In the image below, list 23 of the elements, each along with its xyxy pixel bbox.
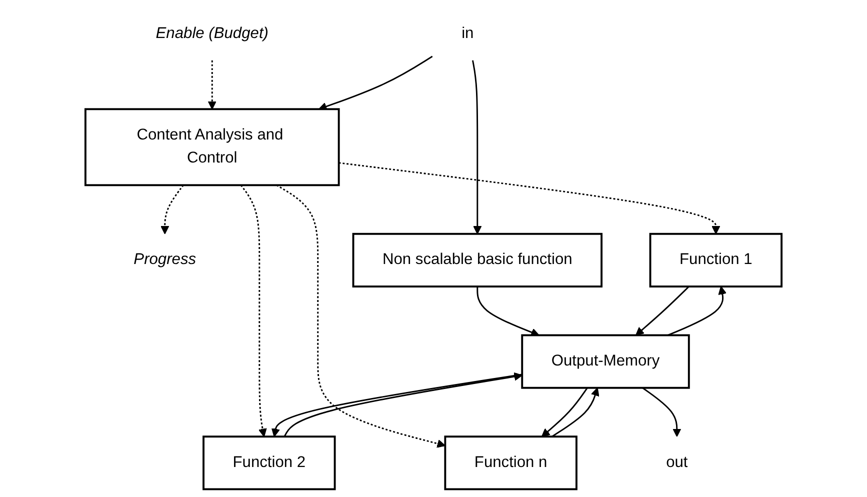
arrow <box>476 286 540 336</box>
node-box: Function 2 <box>202 436 336 490</box>
node-box: Non scalable basic function <box>352 232 603 288</box>
arrow <box>642 387 682 437</box>
node-text: out <box>666 454 688 471</box>
node-box: Output-Memory <box>521 334 690 389</box>
arrow <box>668 286 727 336</box>
node-text: Progress <box>134 251 196 268</box>
arrow <box>276 184 446 448</box>
arrow <box>208 60 216 110</box>
arrow <box>541 387 588 437</box>
node-text: in <box>462 25 474 42</box>
arrow <box>338 162 720 234</box>
node-box: Content Analysis and Control <box>84 108 340 186</box>
arrow <box>635 286 690 336</box>
node-text: Enable (Budget) <box>156 25 268 42</box>
arrow <box>240 184 267 437</box>
arrow <box>318 56 433 111</box>
node-box: Function n <box>444 436 578 490</box>
arrow <box>552 387 600 438</box>
arrow <box>160 184 184 234</box>
arrow <box>472 60 482 234</box>
node-box: Function 1 <box>649 232 783 288</box>
